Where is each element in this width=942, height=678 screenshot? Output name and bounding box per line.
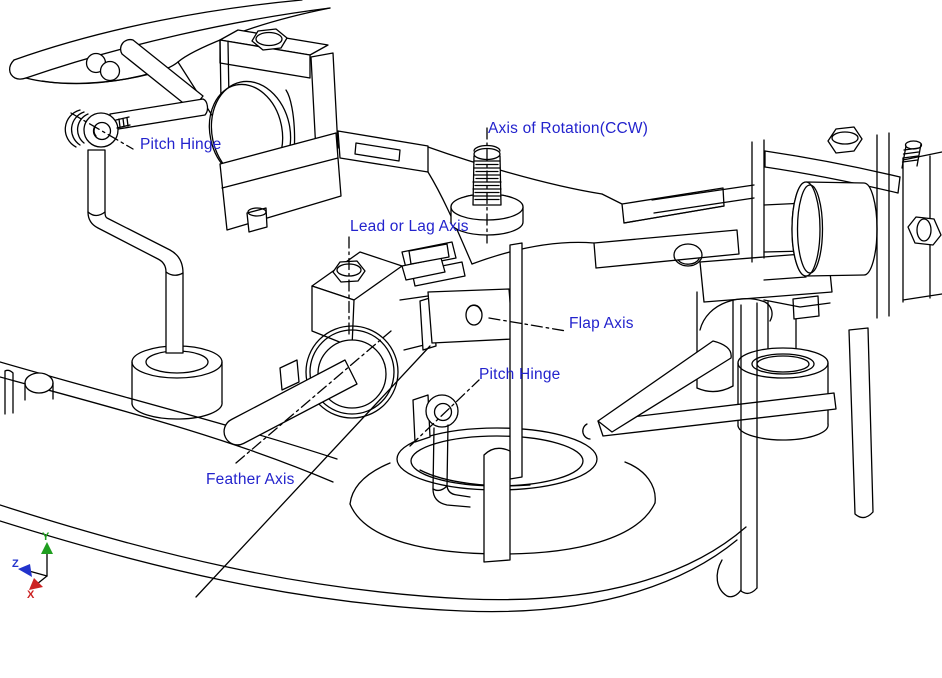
right-blade-grip [699,126,942,331]
far-right-link-rod [848,327,874,519]
ball-link-upper-left [64,109,131,148]
z-axis-label: Z [12,558,19,570]
left-stub-post [4,369,54,415]
rotor-blade [8,0,331,132]
feather-shaft [223,359,358,446]
y-axis-label: Y [42,531,50,543]
coordinate-triad [18,542,53,590]
left-guide-collar [131,345,223,420]
grip-pin [119,38,204,111]
center-pitch-rod [432,424,471,508]
right-guide-sleeve [737,299,829,441]
x-axis-label: X [27,589,35,601]
z-axis-arrow [28,570,48,577]
flap-axis-centerline [488,317,567,332]
hub-arm-left [337,130,429,173]
label-lead-or-lag-axis: Lead or Lag Axis [350,218,469,235]
blade-root-bolts [85,52,121,82]
diagonal-link-rod [582,340,732,440]
right-vertical-rod [716,302,758,598]
pitch-horn-rod [109,98,209,131]
centerlines [70,112,567,464]
plate-edge-line [195,345,431,598]
label-flap-axis: Flap Axis [569,315,634,332]
pitch-hinge-centerline-center [409,379,480,447]
upper-left-blade-grip [208,28,342,233]
label-pitch-hinge-center: Pitch Hinge [479,366,561,383]
horn-arc [699,298,773,331]
label-axis-of-rotation: Axis of Rotation(CCW) [488,120,649,137]
bent-control-rod-left [87,149,184,354]
flap-hinge-lug [399,288,514,351]
feather-axis-centerline [235,330,392,464]
label-pitch-hinge-upper-left: Pitch Hinge [140,136,222,153]
pitch-hinge-centerline-left [70,112,134,150]
hub-front-plate [509,242,523,480]
label-feather-axis: Feather Axis [206,471,295,488]
lead-lag-block [311,243,450,348]
swashplate-arm-bar [597,392,837,437]
center-vertical-rod [483,447,511,563]
